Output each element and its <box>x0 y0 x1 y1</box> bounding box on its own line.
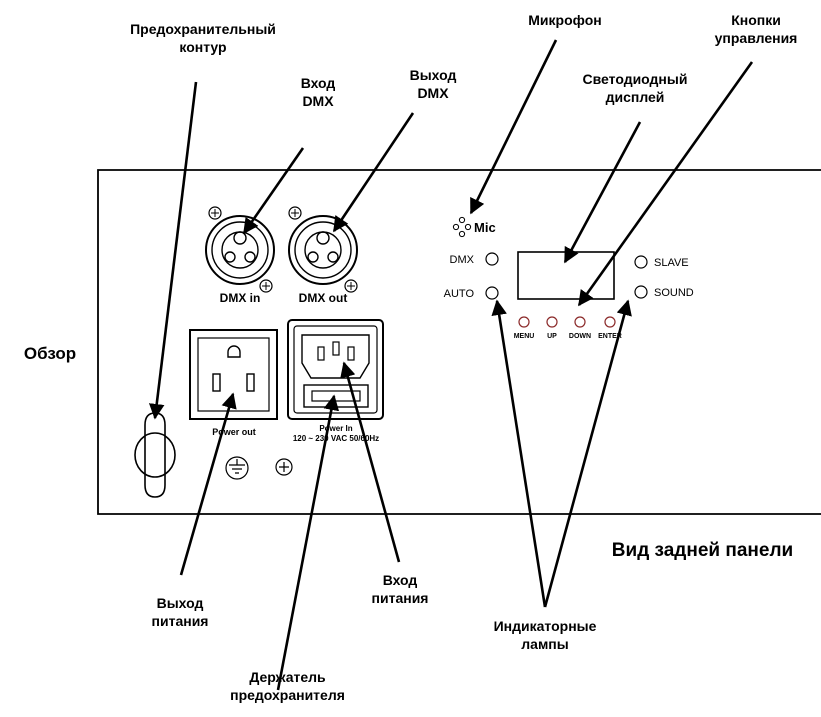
dmx-input-callout: Вход DMX <box>283 75 353 110</box>
mode-dmx-label: DMX <box>450 254 475 266</box>
power-output-line-2: питания <box>151 612 209 629</box>
up-button-label: UP <box>547 333 557 340</box>
dmx-output-line-1: Выход <box>409 67 457 83</box>
enter-button <box>604 316 616 328</box>
dmx-out-connector <box>288 206 358 293</box>
dmx-out-label: DMX out <box>299 291 348 305</box>
fuse-circuit-line-1: Предохранительный <box>130 21 276 37</box>
fuse-circuit-holder <box>134 412 176 498</box>
indicator-lamps-callout: Индикаторные лампы <box>460 618 630 653</box>
microphone-icon <box>452 216 472 238</box>
power-in-rating: 120 ~ 230 VAC 50/60Hz <box>293 434 379 443</box>
dmx-output-callout: Выход DMX <box>390 67 476 102</box>
power-in-socket <box>287 319 384 420</box>
mode-auto-label: AUTO <box>444 288 475 300</box>
fuse-circuit-line-2: контур <box>179 38 227 55</box>
led-display-line-2: дисплей <box>605 88 665 105</box>
dmx-in-connector <box>205 206 275 293</box>
dmx-out-arrow <box>332 112 415 233</box>
mode-slave-label: SLAVE <box>654 257 689 269</box>
power-input-line-1: Вход <box>382 572 418 588</box>
dmx-in-label: DMX in <box>220 291 261 305</box>
power-output-line-1: Выход <box>156 595 204 611</box>
fuse-circuit-arrow <box>148 81 198 420</box>
slave-indicator-lamp <box>634 255 648 269</box>
microphone-arrow <box>469 39 558 215</box>
indicator-arrow-left <box>491 299 547 608</box>
ground-screw <box>275 458 293 476</box>
dmx-input-line-2: DMX <box>302 92 334 109</box>
dmx-indicator-lamp <box>485 252 499 266</box>
led-display-line-1: Светодиодный <box>582 71 688 87</box>
auto-indicator-lamp <box>485 286 499 300</box>
enter-button-label: ENTER <box>598 333 622 340</box>
mode-sound-label: SOUND <box>654 287 694 299</box>
overview-label: Обзор <box>23 344 77 363</box>
dmx-output-line-2: DMX <box>417 84 449 101</box>
led-display-callout: Светодиодный дисплей <box>560 71 710 106</box>
power-output-callout: Выход питания <box>120 595 240 630</box>
dmx-in-arrow <box>242 147 305 235</box>
led-display-arrow <box>563 121 642 264</box>
menu-button <box>518 316 530 328</box>
fuse-holder-line-2: предохранителя <box>230 686 345 703</box>
fuse-holder-line-1: Держатель <box>249 669 326 685</box>
ground-symbol <box>225 456 249 480</box>
power-input-line-2: питания <box>371 589 429 606</box>
down-button <box>574 316 586 328</box>
fuse-holder-arrow <box>276 394 340 691</box>
mic-label: Mic <box>474 220 496 235</box>
indicator-arrow-right <box>543 299 632 608</box>
sound-indicator-lamp <box>634 285 648 299</box>
callout-arrows <box>148 39 754 691</box>
power-out-arrow <box>179 392 237 576</box>
fuse-holder-callout: Держатель предохранителя <box>215 669 360 704</box>
control-buttons-callout: Кнопки управления <box>700 12 812 47</box>
power-out-label: Power out <box>212 427 256 437</box>
control-buttons-line-1: Кнопки <box>731 12 781 28</box>
indicator-lamps-line-2: лампы <box>521 635 569 652</box>
control-buttons-line-2: управления <box>714 29 798 46</box>
dmx-input-line-1: Вход <box>300 75 336 91</box>
power-in-label: Power In <box>319 424 352 433</box>
panel-outline <box>97 169 821 515</box>
control-buttons-arrow <box>577 61 754 307</box>
indicator-lamps-line-1: Индикаторные <box>493 618 597 634</box>
fuse-circuit-callout: Предохранительный контур <box>98 21 308 56</box>
power-out-socket <box>189 329 278 420</box>
power-in-arrow <box>340 361 401 563</box>
microphone-callout: Микрофон <box>528 12 602 28</box>
fuse-drawer <box>303 384 369 408</box>
rear-panel-view-title: Вид задней панели <box>611 540 794 561</box>
menu-button-label: MENU <box>514 333 535 340</box>
up-button <box>546 316 558 328</box>
down-button-label: DOWN <box>569 333 591 340</box>
power-input-callout: Вход питания <box>350 572 450 607</box>
